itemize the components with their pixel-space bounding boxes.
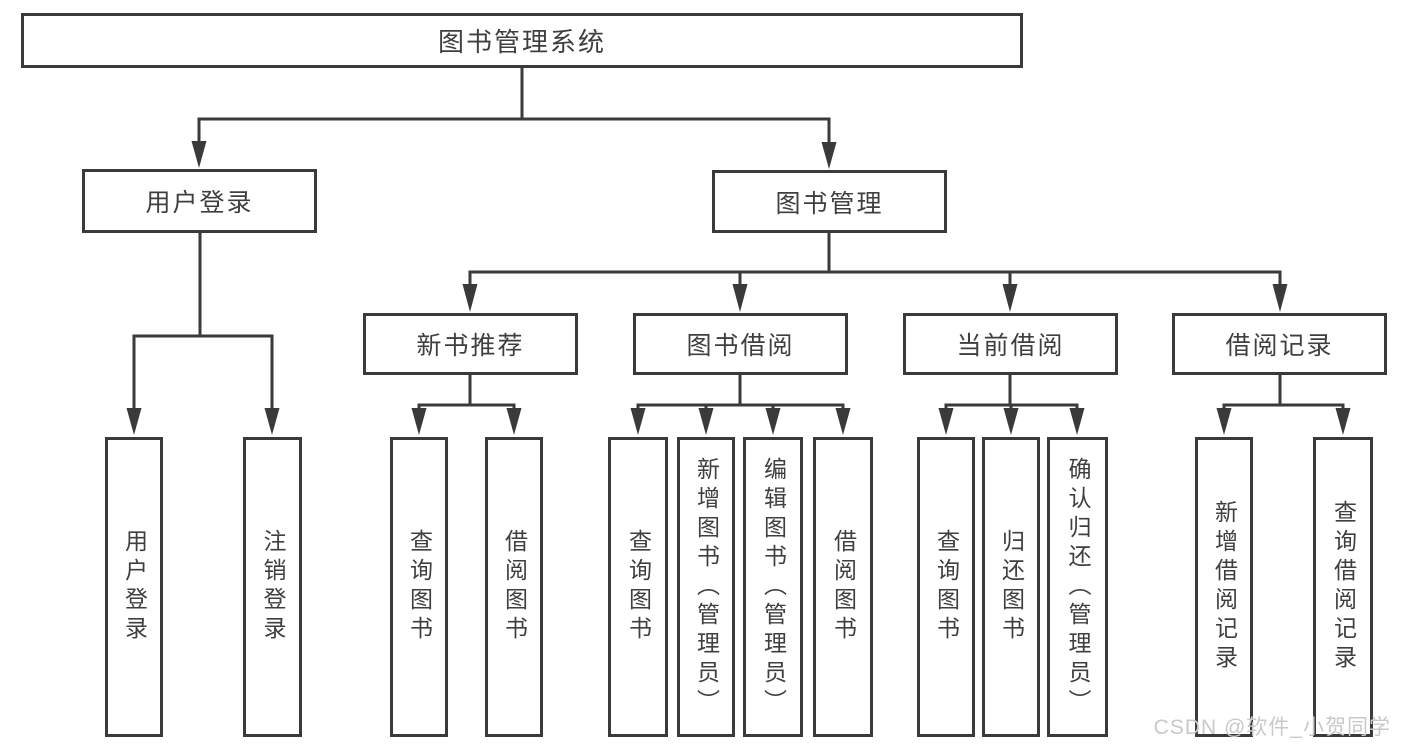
leaf-label: 借阅图书: [830, 529, 857, 645]
leaf-label: 新增图书（管理员）: [693, 456, 720, 718]
node-label: 当前借阅: [956, 332, 1065, 360]
leaf-return-books: 归还图书: [982, 437, 1040, 737]
node-book-borrow: 图书借阅: [633, 313, 848, 375]
arrow-to-leaf-user-login-icon: [126, 408, 142, 435]
leaf-query-books-recommend: 查询图书: [390, 437, 448, 737]
node-label: 用户登录: [145, 189, 254, 217]
arrow-to-new-book-icon: [462, 284, 478, 312]
leaf-label: 借阅图书: [501, 529, 528, 645]
arrow-leaf-icon: [765, 408, 781, 435]
node-label: 图书管理系统: [437, 27, 606, 57]
leaf-query-borrow-record: 查询借阅记录: [1313, 437, 1373, 737]
leaf-add-books-admin: 新增图书（管理员）: [677, 437, 735, 737]
leaf-add-borrow-record: 新增借阅记录: [1195, 437, 1253, 737]
leaf-label: 用户登录: [121, 529, 148, 645]
leaf-label: 新增借阅记录: [1211, 500, 1238, 674]
arrow-leaf-icon: [1069, 408, 1085, 435]
arrow-leaf-icon: [630, 408, 646, 435]
node-label: 借阅记录: [1225, 332, 1334, 360]
leaf-label: 归还图书: [998, 529, 1025, 645]
leaf-borrow-books: 借阅图书: [813, 437, 873, 737]
node-new-book-recommend: 新书推荐: [363, 313, 578, 375]
arrow-leaf-icon: [1003, 408, 1019, 435]
csdn-watermark: CSDN @软件_小贺同学: [1153, 716, 1391, 739]
arrow-leaf-icon: [1216, 408, 1232, 435]
leaf-label: 查询图书: [933, 529, 960, 645]
leaf-logout: 注销登录: [243, 437, 302, 737]
leaf-query-books-current: 查询图书: [917, 437, 975, 737]
arrow-to-user-login-icon: [191, 141, 207, 168]
node-borrow-record: 借阅记录: [1172, 313, 1387, 375]
arrow-leaf-icon: [698, 408, 714, 435]
arrow-leaf-icon: [835, 408, 851, 435]
node-current-borrow: 当前借阅: [903, 313, 1118, 375]
node-user-login: 用户登录: [82, 169, 317, 233]
leaf-label: 确认归还（管理员）: [1065, 456, 1091, 718]
leaf-edit-books-admin: 编辑图书（管理员）: [743, 437, 803, 737]
node-label: 图书借阅: [686, 332, 795, 360]
leaf-label: 查询图书: [625, 529, 652, 645]
leaf-query-books-borrow: 查询图书: [608, 437, 668, 737]
node-book-management: 图书管理: [712, 170, 947, 233]
node-label: 图书管理: [775, 189, 884, 218]
leaf-label: 查询借阅记录: [1330, 500, 1357, 674]
arrow-leaf-icon: [1335, 408, 1351, 435]
arrow-to-borrow-record-icon: [1272, 284, 1288, 312]
arrow-to-current-borrow-icon: [1002, 284, 1018, 312]
leaf-confirm-return-admin: 确认归还（管理员）: [1047, 437, 1108, 737]
node-label: 新书推荐: [416, 332, 525, 360]
arrow-leaf-icon: [411, 408, 427, 435]
node-library-management-system: 图书管理系统: [21, 13, 1023, 68]
arrow-to-leaf-logout-icon: [264, 408, 280, 435]
arrow-to-book-borrow-icon: [732, 284, 748, 312]
leaf-label: 注销登录: [260, 529, 286, 645]
arrow-to-book-management-icon: [821, 142, 837, 169]
leaf-borrow-books-recommend: 借阅图书: [485, 437, 543, 737]
leaf-user-login: 用户登录: [105, 437, 163, 737]
leaf-label: 编辑图书（管理员）: [760, 456, 787, 718]
arrow-leaf-icon: [506, 408, 522, 435]
arrow-leaf-icon: [938, 408, 954, 435]
leaf-label: 查询图书: [406, 529, 433, 645]
